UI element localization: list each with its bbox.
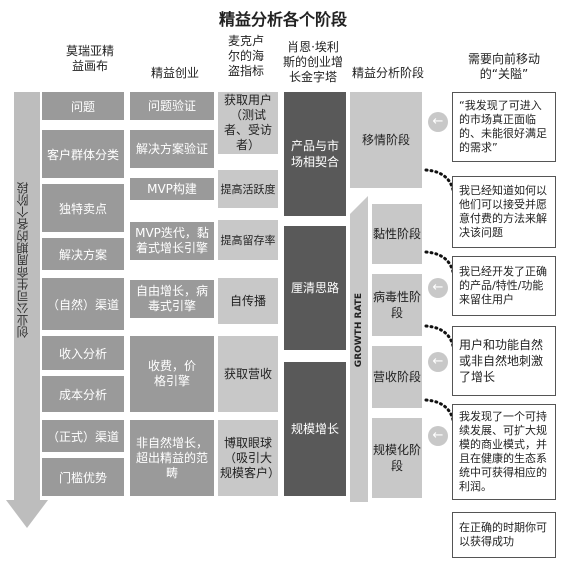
header-lean-canvas: 莫瑞亚精 益画布 bbox=[65, 44, 114, 73]
pyramid-product-market-fit: 产品与市场相契合 bbox=[284, 92, 346, 216]
lean-startup-mvp-iteration: MVP迭代，黏着式增长引擎 bbox=[130, 222, 214, 260]
lifecycle-label: 创业公司生命周期的各个阶段 bbox=[16, 182, 30, 338]
gate-stickiness: 我已经知道如何以他们可以接受并愿意付费的方法来解决该问题 bbox=[452, 176, 556, 248]
lean-startup-non-organic: 非自然增长，超出精益的范畴 bbox=[130, 420, 214, 496]
gate-revenue: 用户和功能自然或非自然地刺激了增长 bbox=[452, 326, 556, 396]
canvas-item-costs: 成本分析 bbox=[42, 376, 124, 412]
pirate-metric-referral: 自传播 bbox=[218, 278, 278, 324]
stage-scale: 规模化阶段 bbox=[372, 418, 422, 498]
canvas-item-unique-value: 独特卖点 bbox=[42, 184, 124, 232]
gate-virality: 我已经开发了正确的产品/特性/功能来留住用户 bbox=[452, 256, 556, 316]
gate-scale: 我发现了一个可持续发展、可扩大规模的商业模式，并且在健康的生态系统中可获得相应的… bbox=[452, 404, 556, 500]
header-pirate-metrics: 麦克卢 尔的海 盗指标 bbox=[227, 34, 264, 78]
pyramid-scale: 规模增长 bbox=[284, 362, 346, 496]
pyramid-clarity: 厘清思路 bbox=[284, 226, 346, 350]
back-arrow-icon: ← bbox=[428, 352, 448, 372]
lean-startup-free-growth: 自由增长，病毒式引擎 bbox=[130, 280, 214, 318]
stage-stickiness: 黏性阶段 bbox=[372, 204, 422, 264]
canvas-item-formal-channels: （正式）渠道 bbox=[42, 420, 124, 452]
canvas-item-customer-segments: 客户群体分类 bbox=[42, 130, 124, 178]
canvas-item-organic-channels: （自然）渠道 bbox=[42, 278, 124, 330]
stage-revenue: 营收阶段 bbox=[372, 346, 422, 408]
back-arrow-icon: ← bbox=[428, 112, 448, 132]
growth-rate-bar bbox=[350, 196, 368, 502]
back-arrow-icon: ← bbox=[428, 278, 448, 298]
canvas-item-unfair-advantage: 门槛优势 bbox=[42, 458, 124, 496]
lean-startup-charging: 收费，价格引擎 bbox=[130, 336, 214, 412]
header-lean-analytics-stages: 精益分析阶段 bbox=[351, 66, 424, 80]
header-gates: 需要向前移动 的“关隘” bbox=[467, 52, 540, 81]
lifecycle-arrow bbox=[6, 92, 48, 528]
pirate-metric-retention: 提高留存率 bbox=[218, 220, 278, 260]
lean-startup-mvp-build: MVP构建 bbox=[130, 178, 214, 200]
pirate-metric-revenue: 获取营收 bbox=[218, 336, 278, 412]
canvas-item-solution: 解决方案 bbox=[42, 238, 124, 270]
pirate-metric-acquisition: 获取用户（测试者、受访者） bbox=[218, 92, 278, 154]
back-arrow-icon: ← bbox=[428, 426, 448, 446]
gate-empathy: “我发现了可进入的市场真正面临的、未能很好满足的需求” bbox=[452, 92, 556, 162]
header-lean-startup: 精益创业 bbox=[150, 66, 199, 80]
pirate-metric-attention: 博取眼球（吸引大规模客户） bbox=[218, 420, 280, 496]
canvas-item-revenue: 收入分析 bbox=[42, 336, 124, 370]
lean-startup-solution-validation: 解决方案验证 bbox=[130, 130, 214, 168]
lean-startup-problem-validation: 问题验证 bbox=[130, 92, 214, 120]
pirate-metric-activation: 提高活跃度 bbox=[218, 170, 278, 208]
growth-rate-label-wrap: GROWTH RATE bbox=[350, 230, 368, 430]
header-growth-pyramid: 肖恩·埃利 斯的创业增 长金字塔 bbox=[282, 40, 343, 84]
growth-rate-label: GROWTH RATE bbox=[354, 292, 364, 368]
gate-success: 在正确的时期你可以获得成功 bbox=[452, 512, 556, 558]
stage-virality: 病毒性阶段 bbox=[372, 274, 422, 336]
canvas-item-problem: 问题 bbox=[42, 92, 124, 120]
diagram-title: 精益分析各个阶段 bbox=[218, 10, 347, 29]
stage-empathy: 移情阶段 bbox=[350, 92, 422, 188]
